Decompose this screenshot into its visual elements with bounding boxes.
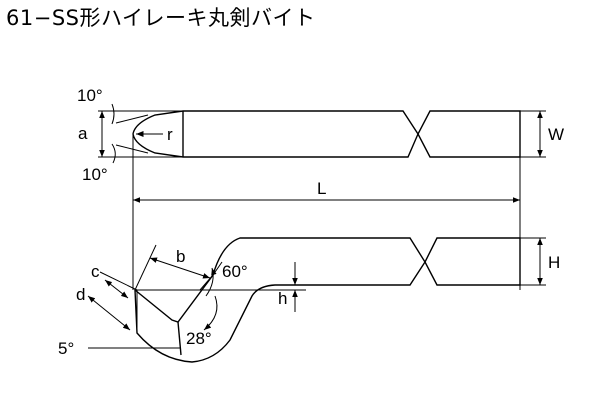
angle-arc-28 xyxy=(203,295,218,331)
label-angle-5: 5° xyxy=(58,339,74,358)
diagram-title: 61−SS形ハイレーキ丸剣バイト xyxy=(6,6,316,30)
dim-b-ext-left xyxy=(134,244,157,291)
label-angle-top: 10° xyxy=(77,86,103,105)
label-dim-h-small: h xyxy=(278,289,287,308)
dim-c-line xyxy=(104,279,129,299)
side-view-shank-right xyxy=(424,237,521,286)
side-view xyxy=(87,237,546,363)
label-dim-d: d xyxy=(76,285,85,304)
top-view xyxy=(98,103,546,164)
angle-flank-top xyxy=(115,114,149,124)
top-view-shank-left xyxy=(183,110,419,158)
shank-bend-line xyxy=(199,274,214,291)
label-dim-r: r xyxy=(167,125,173,144)
label-dim-w: W xyxy=(548,125,564,144)
angle-arc-bottom xyxy=(111,143,116,164)
label-angle-bottom: 10° xyxy=(82,165,108,184)
label-dim-b: b xyxy=(176,247,185,266)
angle-flank-bottom xyxy=(115,144,149,154)
angle-arc-top xyxy=(111,103,115,125)
label-angle-28: 28° xyxy=(186,329,212,348)
label-dim-a: a xyxy=(78,124,88,143)
label-dim-h: H xyxy=(548,253,560,272)
tip-flank-line xyxy=(177,321,182,356)
label-dim-c: c xyxy=(91,262,100,281)
dim-d-line xyxy=(87,295,131,331)
angle-arc-60 xyxy=(205,267,217,297)
label-dim-l: L xyxy=(317,179,326,198)
label-angle-60: 60° xyxy=(222,262,248,281)
side-view-shank-left xyxy=(134,237,426,363)
top-view-shank-right xyxy=(417,110,521,158)
dim-cd-ext xyxy=(99,271,138,291)
dim-b-line xyxy=(149,257,211,279)
